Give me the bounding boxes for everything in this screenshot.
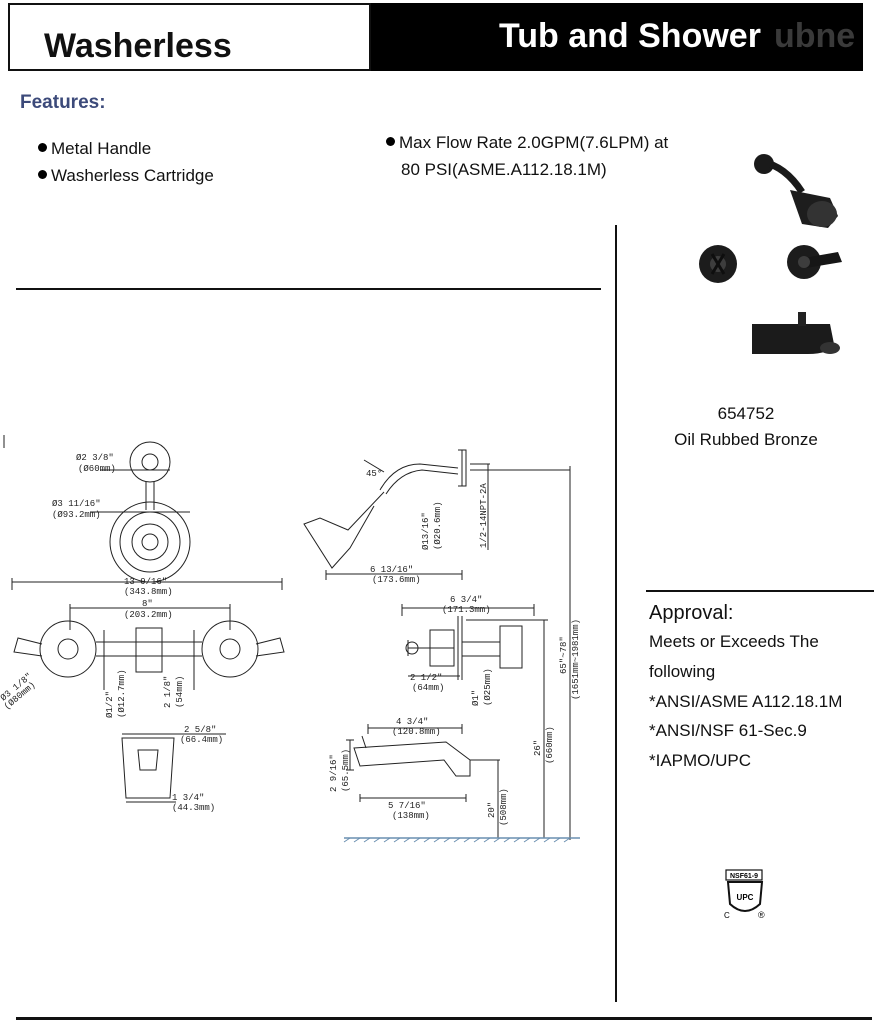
dim-label: (Ø60mm) [78, 464, 116, 474]
feature-text: Metal Handle [51, 139, 152, 158]
dim-label: Ø1" [471, 690, 481, 706]
divider-bottom [16, 1017, 872, 1020]
feature-text: Washerless Cartridge [51, 166, 214, 185]
dim-label: 2 5/8" [184, 725, 216, 735]
dim-label: (65.5mm) [341, 749, 351, 792]
tub-spout-icon [752, 312, 840, 354]
feature-text-continued: 80 PSI(ASME.A112.18.1M) [401, 160, 607, 179]
header-right-title: Tub and Shower [499, 17, 761, 55]
dim-label: (66.4mm) [180, 735, 223, 745]
dim-label: (Ø20.6mm) [433, 501, 443, 550]
product-finish: Oil Rubbed Bronze [674, 430, 818, 449]
dim-label: 4 3/4" [396, 717, 428, 727]
technical-drawing: Ø2 3/8" (Ø60mm) Ø3 11/16" (Ø93.2mm) 13 9… [0, 435, 581, 843]
bullet-icon [386, 137, 395, 147]
dim-label: (138mm) [392, 811, 430, 821]
approval-line: *ANSI/NSF 61-Sec.9 [649, 721, 807, 740]
dim-label: 20" [487, 802, 497, 818]
dim-label: (508mm) [499, 788, 509, 826]
approval-line: *IAPMO/UPC [649, 751, 752, 770]
dim-label: (64mm) [412, 683, 444, 693]
upc-cert-mark: NSF61-9 UPC C ® [724, 869, 765, 920]
dim-label: (120.8mm) [392, 727, 441, 737]
dim-label: (Ø25mm) [483, 668, 493, 706]
c-mark: C [724, 911, 730, 920]
approval-line: *ANSI/ASME A112.18.1M [649, 692, 843, 711]
shower-head-icon [754, 154, 838, 228]
product-photo [699, 154, 842, 354]
divider-approval [646, 590, 874, 592]
dim-label: (660mm) [545, 726, 555, 764]
dim-label: (Ø12.7mm) [117, 669, 127, 718]
dim-label: 65"~78" [559, 636, 569, 674]
approval-line: Meets or Exceeds The [649, 632, 819, 651]
product-number: 654752 [717, 404, 775, 423]
dim-label: 2 1/8" [163, 676, 173, 708]
dim-label: (54mm) [175, 676, 185, 708]
dim-label: 2 1/2" [410, 673, 442, 683]
dim-label: (173.6mm) [372, 575, 421, 585]
nsf-label: NSF61-9 [730, 873, 758, 880]
feature-text: Max Flow Rate 2.0GPM(7.6LPM) at [399, 133, 669, 152]
dim-label: 6 3/4" [450, 595, 482, 605]
dim-label: 26" [533, 740, 543, 756]
dim-label: Ø3 11/16" [52, 499, 101, 509]
dim-label: 5 7/16" [388, 801, 426, 811]
feature-item: Max Flow Rate 2.0GPM(7.6LPM) at [386, 133, 668, 153]
dim-label: 2 9/16" [329, 754, 339, 792]
dim-label: (203.2mm) [124, 610, 173, 620]
dim-label: (171.3mm) [442, 605, 491, 615]
left-handle-icon [699, 245, 737, 283]
approval-line: following [649, 662, 716, 681]
divider-horizontal [16, 288, 601, 290]
header-left-title: Washerless [44, 27, 232, 65]
right-handle-icon [787, 245, 842, 279]
upc-label: UPC [737, 893, 754, 902]
dim-label: (Ø93.2mm) [52, 510, 101, 520]
dim-label: (1651mm~1981mm) [571, 619, 581, 700]
dim-label: Ø2 3/8" [76, 453, 114, 463]
features-heading: Features: [20, 92, 106, 113]
header-right-ghost-text: ubne [774, 17, 856, 55]
approval-title: Approval: [649, 602, 734, 624]
dim-label: 1/2-14NPT-2A [479, 483, 489, 548]
bullet-icon [38, 170, 47, 180]
dim-label: 8" [142, 599, 153, 609]
header-left-box: Washerless [8, 3, 371, 71]
feature-item: Metal Handle [38, 139, 151, 159]
divider-vertical [615, 225, 617, 1002]
dim-label: 6 13/16" [370, 565, 413, 575]
feature-item: Washerless Cartridge [38, 166, 214, 186]
dim-label: Ø1/2" [105, 691, 115, 718]
dim-label: (343.8mm) [124, 587, 173, 597]
dim-label: 45° [366, 469, 382, 479]
dim-label: 1 3/4" [172, 793, 204, 803]
dim-label: Ø13/16" [421, 512, 431, 550]
dim-label: 13 9/16" [124, 577, 167, 587]
bullet-icon [38, 143, 47, 153]
registered-mark: ® [758, 910, 765, 920]
header-right-box: Tub and Shower ubne [371, 3, 863, 71]
dim-label: (44.3mm) [172, 803, 215, 813]
